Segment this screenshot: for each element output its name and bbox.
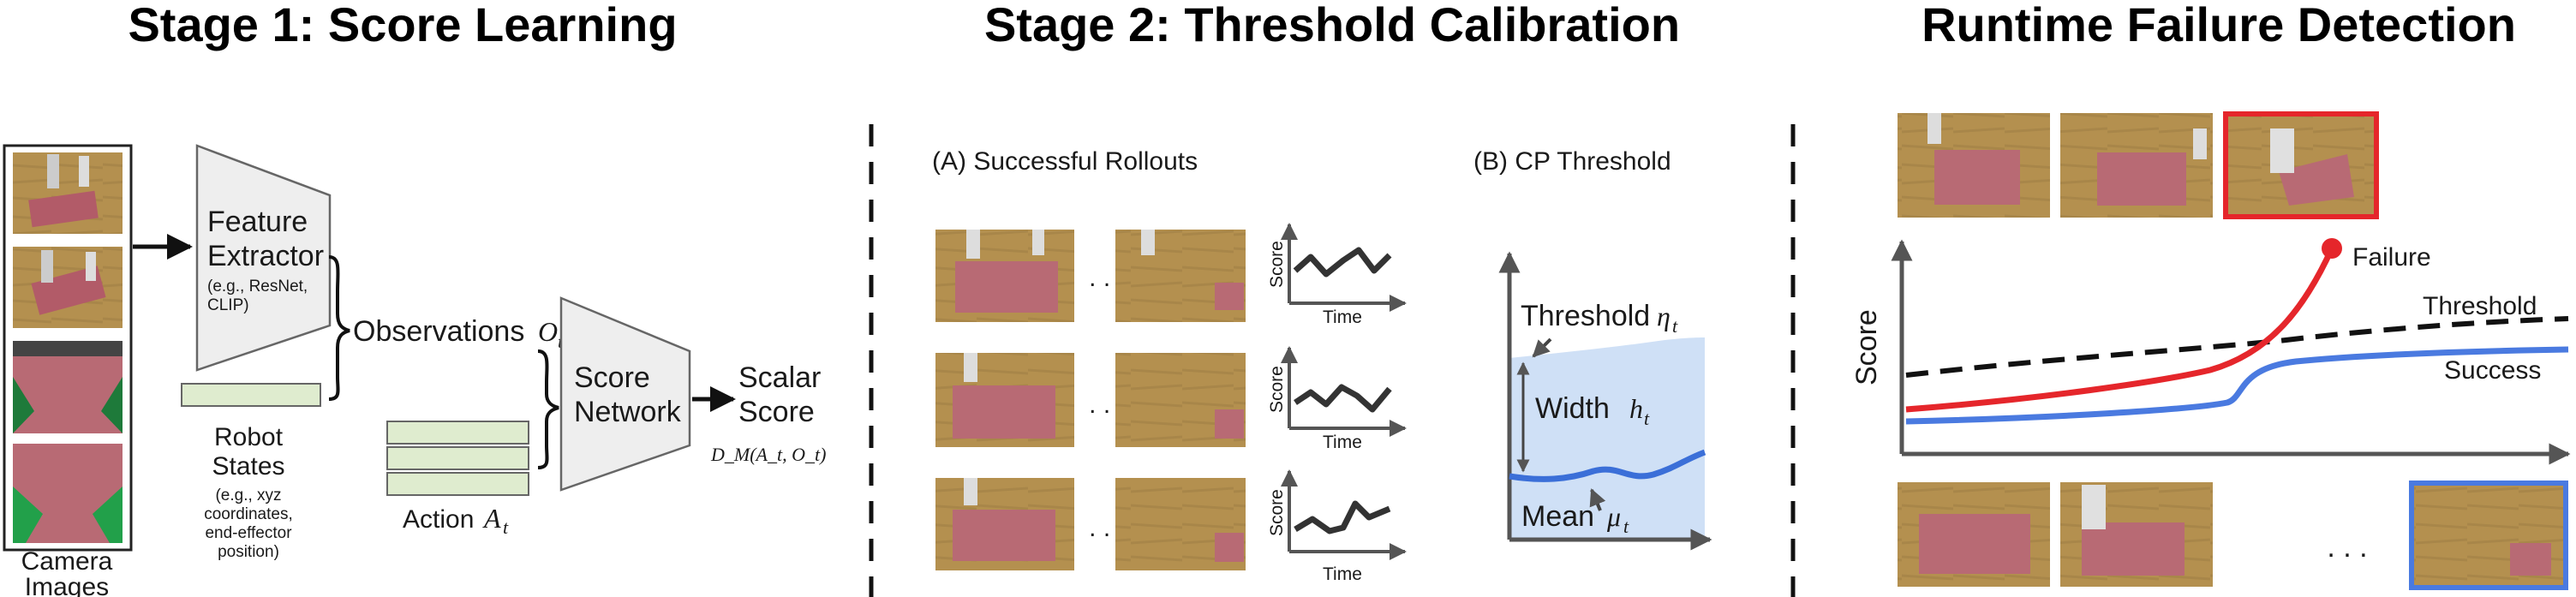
success-rollout-frames: . . . [1898, 481, 2568, 590]
camera-label-line1: Camera [21, 547, 113, 576]
camera-images-frame [3, 144, 133, 552]
panel-b-label: (B) CP Threshold [1473, 147, 1671, 176]
camera-image-4 [13, 444, 123, 543]
stage1-section: Stage 1: Score Learning Camera Image [3, 0, 826, 597]
threshold-label: Threshold [1521, 300, 1650, 332]
robot-states-block [181, 383, 321, 407]
success-curve [1905, 346, 2569, 425]
camera-image-3 [13, 341, 123, 433]
threshold-subscript: t [1672, 315, 1678, 337]
action-block-3 [386, 472, 529, 496]
cp-mean-line [1509, 449, 1706, 482]
stage2-section: Stage 2: Threshold Calibration (A) Succe… [932, 0, 1712, 584]
threshold-curve [1905, 316, 2569, 378]
threshold-symbol: η [1657, 301, 1671, 331]
robot-states-examples-4: position) [218, 543, 279, 561]
robot-states-examples-1: (e.g., xyz [215, 487, 281, 504]
failure-rollout-frames [1898, 111, 2379, 219]
runtime-y-label: Score [1850, 309, 1883, 385]
robot-states-examples-3: end-effector [205, 524, 292, 542]
failure-label: Failure [2352, 243, 2431, 272]
robot-states-examples-2: coordinates, [204, 505, 293, 523]
mini-plot-3-x-label: Time [1323, 564, 1362, 584]
mean-symbol: μ [1606, 501, 1621, 532]
mini-plot-2-x-label: Time [1323, 433, 1362, 452]
rollout-row-3: . . . [935, 478, 1246, 570]
feature-extractor-line1: Feature [207, 206, 308, 238]
observations-brace [328, 255, 350, 401]
width-symbol: h [1629, 393, 1643, 424]
observations-symbol: O [538, 316, 558, 347]
feature-extractor-block [195, 144, 332, 372]
score-formula: D_M(A_t, O_t) [710, 444, 826, 465]
stage3-section: Runtime Failure Detection Score Failure … [1850, 0, 2571, 590]
robot-states-line1: Robot [214, 423, 284, 451]
failure-curve [1905, 247, 2335, 413]
stage3-title: Runtime Failure Detection [1922, 0, 2516, 51]
mean-label: Mean [1521, 500, 1594, 533]
action-symbol: A [482, 503, 501, 534]
feature-extractor-examples-line2: CLIP) [207, 296, 249, 314]
success-label: Success [2444, 356, 2541, 385]
action-block-1 [386, 421, 529, 445]
scalar-score-line1: Scalar [738, 361, 821, 394]
mean-subscript: t [1623, 516, 1629, 537]
inputs-brace [537, 349, 559, 469]
camera-image-1 [13, 152, 123, 234]
cp-threshold-plot: Threshold η t Width h t Mean μ t [1498, 251, 1712, 551]
cp-band [1509, 337, 1705, 540]
mini-plot-2-y-label: Score [1267, 366, 1287, 413]
scalar-score-line2: Score [738, 396, 815, 428]
runtime-score-plot: Score Failure Threshold Success [1850, 238, 2571, 465]
feature-extractor-examples-line1: (e.g., ResNet, [207, 278, 308, 296]
failure-point [2322, 238, 2342, 259]
feature-extractor-line2: Extractor [207, 240, 324, 272]
stage1-title: Stage 1: Score Learning [128, 0, 677, 51]
action-label: Action [403, 505, 474, 534]
score-network-line2: Network [574, 396, 682, 428]
mean-pointer [1589, 488, 1606, 511]
observations-label: Observations [353, 315, 524, 348]
score-network-line1: Score [574, 361, 650, 394]
threshold-pointer [1532, 337, 1552, 358]
mini-plot-1-x-label: Time [1323, 307, 1362, 327]
stage2-title: Stage 2: Threshold Calibration [984, 0, 1680, 51]
action-subscript: t [503, 516, 509, 538]
mini-plot-3-y-label: Score [1267, 489, 1287, 536]
rollout-row-2: . . . [935, 353, 1246, 447]
mini-plot-1-y-label: Score [1267, 241, 1287, 288]
robot-states-line2: States [212, 452, 284, 481]
camera-label-line2: Images [25, 573, 109, 597]
mini-plot-1: Time Score [1267, 223, 1407, 327]
threshold-curve-label: Threshold [2423, 292, 2537, 320]
width-subscript: t [1644, 408, 1650, 429]
camera-image-2 [13, 247, 123, 328]
panel-a-label: (A) Successful Rollouts [932, 147, 1198, 176]
width-label: Width [1535, 392, 1610, 425]
mini-plot-3: Time Score [1267, 469, 1407, 584]
success-ellipsis: . . . [2327, 531, 2367, 564]
score-network-block [559, 296, 691, 492]
mini-plot-2: Time Score [1267, 346, 1407, 452]
rollout-row-1: . . . [935, 230, 1246, 322]
action-block-2 [386, 446, 529, 470]
